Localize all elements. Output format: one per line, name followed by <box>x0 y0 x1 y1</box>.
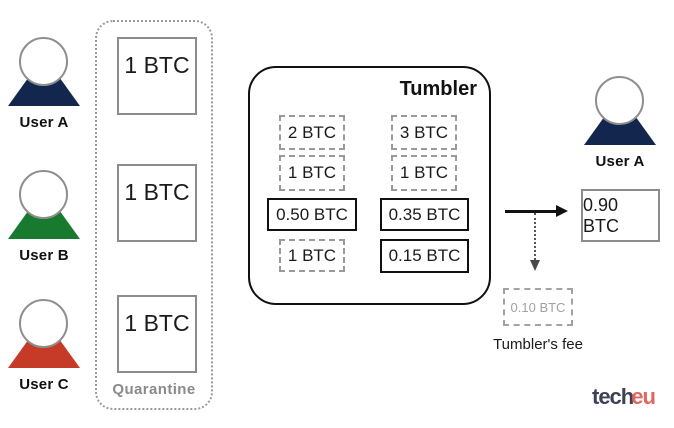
fee-caption: Tumbler's fee <box>493 336 583 353</box>
coin-box: 1 BTC <box>279 239 345 272</box>
coin-box: 1 BTC <box>391 155 457 191</box>
deposit-box: 1 BTC <box>117 37 197 115</box>
avatar-head <box>19 37 68 86</box>
user-label: User A <box>19 114 69 131</box>
fee-amount-box: 0.10 BTC <box>503 288 573 326</box>
user-a-left: User A <box>8 37 80 131</box>
user-b-left: User B <box>8 170 80 264</box>
quarantine-label: Quarantine <box>112 381 196 398</box>
coin-box: 3 BTC <box>391 115 457 150</box>
coin-box: 1 BTC <box>279 155 345 191</box>
fee-arrow-head-icon <box>529 260 540 271</box>
payout-arrow-line <box>505 210 558 213</box>
coin-box: 0.50 BTC <box>267 198 357 231</box>
coin-box: 2 BTC <box>279 115 345 150</box>
avatar-head <box>19 170 68 219</box>
user-avatar-icon <box>584 76 656 145</box>
user-label: User C <box>19 376 69 393</box>
logo-part-tech: tech <box>592 384 634 409</box>
fee-arrow-line <box>534 213 536 260</box>
quarantine-container: 1 BTC 1 BTC 1 BTC Quarantine <box>95 20 213 410</box>
user-label: User A <box>595 153 645 170</box>
tumbler-container: Tumbler 2 BTC 1 BTC 0.50 BTC 1 BTC 3 BTC… <box>248 66 491 305</box>
deposit-box: 1 BTC <box>117 295 197 373</box>
user-avatar-icon <box>8 37 80 106</box>
coin-box: 0.15 BTC <box>380 239 469 273</box>
user-a-right: User A <box>584 76 656 170</box>
avatar-head <box>595 76 644 125</box>
user-avatar-icon <box>8 170 80 239</box>
tumbler-title: Tumbler <box>399 78 477 100</box>
avatar-head <box>19 299 68 348</box>
user-c-left: User C <box>8 299 80 393</box>
techeu-logo: techeu <box>592 384 656 410</box>
payout-arrow-head-icon <box>556 204 568 217</box>
logo-part-eu: eu <box>631 384 656 409</box>
user-avatar-icon <box>8 299 80 368</box>
coin-box: 0.35 BTC <box>380 198 469 231</box>
deposit-box: 1 BTC <box>117 164 197 242</box>
payout-amount-box: 0.90 BTC <box>581 189 660 242</box>
user-label: User B <box>19 247 69 264</box>
